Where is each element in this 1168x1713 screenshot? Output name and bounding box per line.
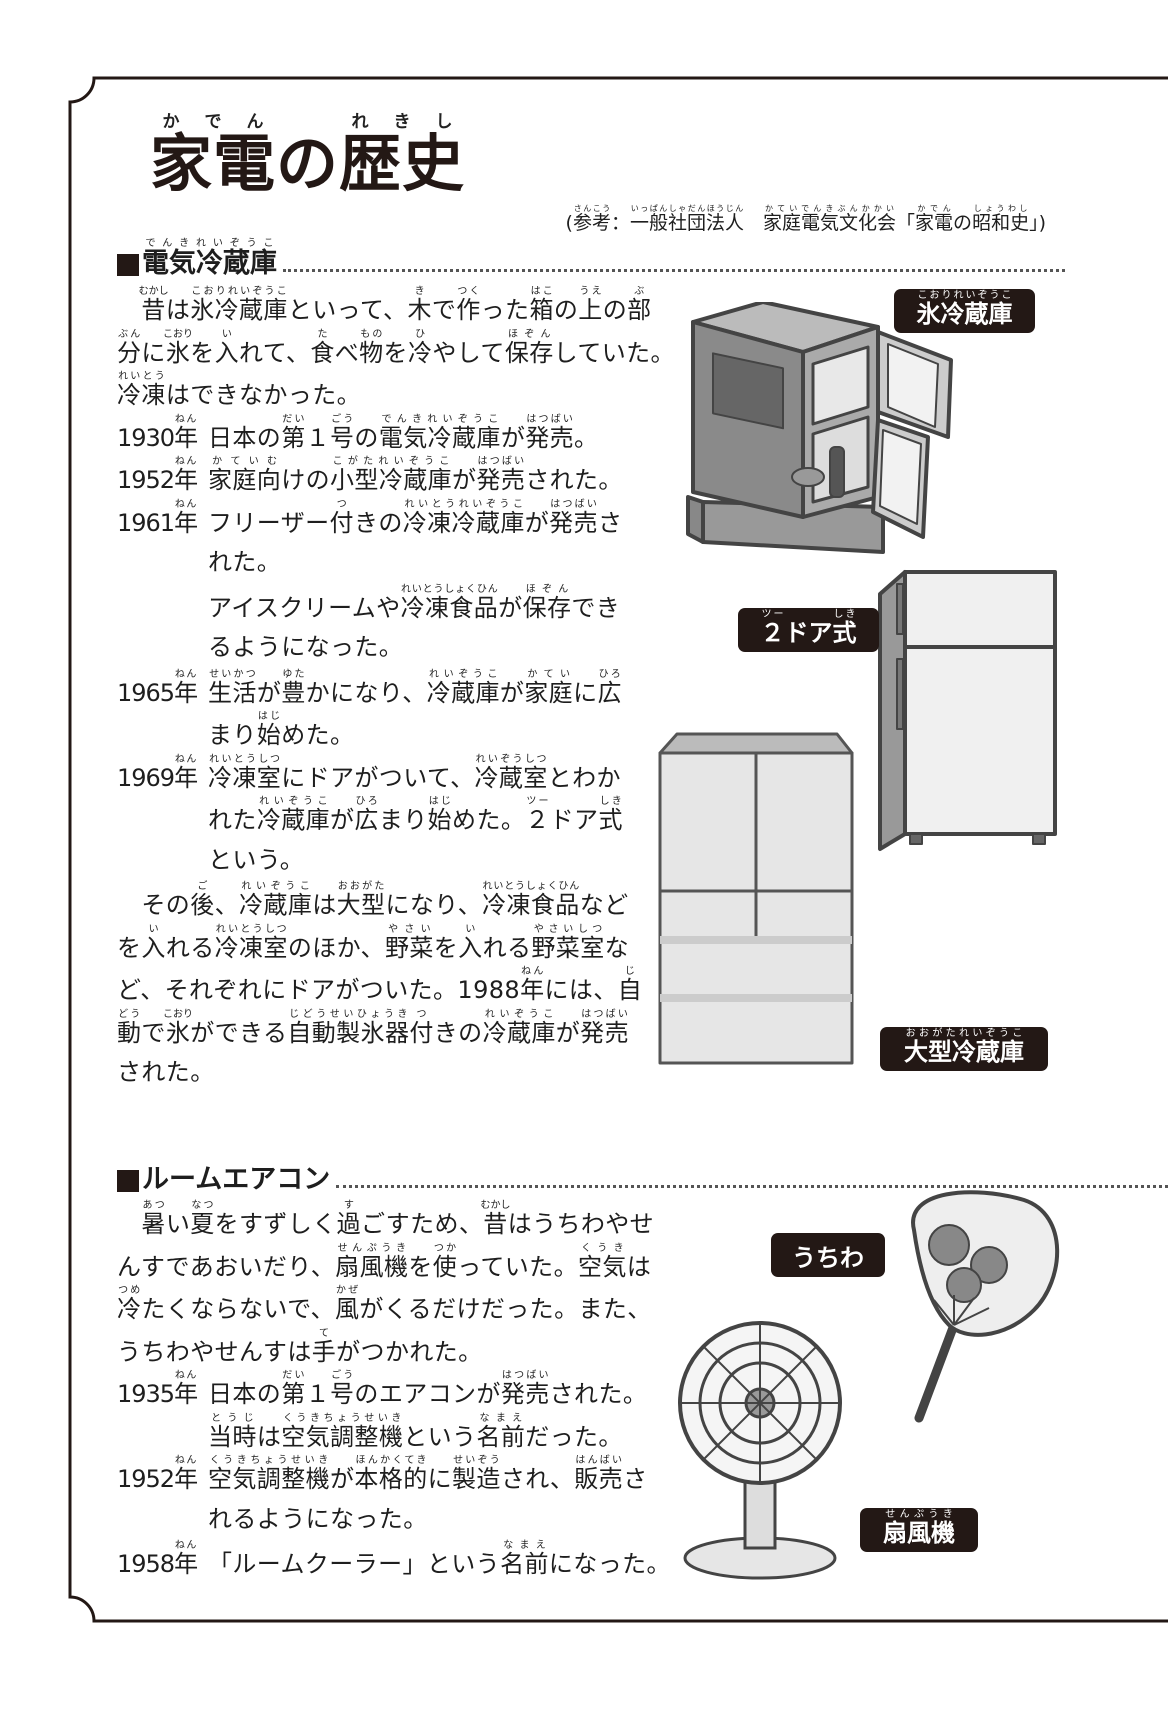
paragraph-line: 冷凍れいとうはできなかった。	[117, 371, 362, 409]
timeline-entry: 1958年ねん 「ルームクーラー」という名前なまえになった。	[117, 1540, 671, 1583]
section-heading-fridge: 電気冷蔵庫でんきれいぞうこ	[117, 238, 1065, 280]
dotted-divider	[336, 1185, 1168, 1188]
square-bullet-icon	[117, 1170, 139, 1192]
timeline-entry: 1969年ねん 冷凍室れいとうしつにドアがついて、冷蔵室れいぞうしつとわか れた…	[117, 754, 657, 882]
electric-fan-illustration	[678, 1321, 842, 1580]
uchiwa-illustration	[911, 1190, 1060, 1423]
timeline-text: 日本の第だい１号ごうの電気冷蔵庫でんきれいぞうこが発売はつばい。	[208, 413, 599, 452]
icebox-illustration	[686, 302, 953, 554]
paragraph-line: 暑あつい夏なつをすずしく過すごすため、昔むかしはうちわやせ	[141, 1200, 655, 1238]
label-uchiwa: うちわ	[771, 1233, 885, 1277]
timeline-year: 1952年ねん	[117, 456, 198, 494]
timeline-entry: 1952年ねん 家庭向かていむけの小型冷蔵庫こがたれいぞうこが発売はつばいされた…	[117, 456, 657, 499]
timeline-entry: 1965年ねん 生活せいかつが豊ゆたかになり、冷蔵庫れいぞうこが家庭かていに広ひ…	[117, 669, 657, 754]
timeline-text: フリーザー付つきの冷凍冷蔵庫れいとうれいぞうこが発売はつばいさ	[208, 498, 623, 537]
timeline-entry: 1952年ねん 空気調整機くうきちょうせいきが本格的ほんかくてきに製造せいぞうさ…	[117, 1455, 657, 1540]
paragraph-line: ど、それぞれにドアがついた。1988年ねんには、自じ	[117, 966, 643, 1004]
timeline-text: という。	[208, 845, 305, 874]
timeline-year: 1952年ねん	[117, 1455, 198, 1493]
square-bullet-icon	[117, 254, 139, 276]
timeline-text: まり始はじめた。	[208, 711, 355, 749]
paragraph-line: 昔むかしは氷冷蔵庫こおりれいぞうこといって、木きで作つくった箱はこの上うえの部ぶ	[138, 286, 652, 324]
heading-text: 電気冷蔵庫でんきれいぞうこ	[142, 238, 277, 279]
aircon-text: 暑あつい夏なつをすずしく過すごすため、昔むかしはうちわやせ んすであおいだり、扇…	[117, 1200, 671, 1583]
timeline-entry: 1961年ねん フリーザー付つきの冷凍冷蔵庫れいとうれいぞうこが発売はつばいさ …	[117, 499, 657, 669]
paragraph-line: んすであおいだり、扇風機せんぷうきを使つかっていた。空気くうきは	[117, 1242, 652, 1281]
timeline-entry: 1935年ねん 日本の第だい１号ごうのエアコンが発売はつばいされた。 当時とうじ…	[117, 1370, 657, 1455]
reference-citation: (参考さんこう：一般社団法人いっぱんしゃだんほうじん 家庭電気文化会かていでんき…	[565, 204, 1046, 234]
paragraph-line: 冷つめたくならないで、風かぜがくるだけだった。また、	[117, 1285, 652, 1323]
timeline-text: 生活せいかつが豊ゆたかになり、冷蔵庫れいぞうこが家庭かていに広ひろ	[208, 668, 622, 707]
label-two-door: ２ツードア式しき	[738, 608, 879, 652]
timeline-text: れた冷蔵庫れいぞうこが広ひろまり始はじめた。２ツードア式しき	[208, 796, 623, 834]
timeline-text: 日本の第だい１号ごうのエアコンが発売はつばいされた。	[208, 1370, 648, 1408]
timeline-text: れた。	[208, 548, 282, 576]
heading-text: ルームエアコン	[142, 1164, 331, 1195]
label-large-fridge: 大型冷蔵庫おおがたれいぞうこ	[880, 1027, 1048, 1071]
paragraph-line: うちわやせんすは手てがつかれた。	[117, 1327, 483, 1366]
timeline-text: 「ルームクーラー」という名前なまえになった。	[208, 1540, 671, 1578]
paragraph-line: された。	[117, 1058, 215, 1086]
timeline-year: 1930年ねん	[117, 413, 198, 452]
large-fridge-illustration	[658, 732, 854, 1065]
paragraph-line: 動どうで氷こおりができる自動製氷器じどうせいひょうき付つきの冷蔵庫れいぞうこが発…	[117, 1008, 629, 1047]
label-electric-fan: 扇風機せんぷうき	[860, 1508, 978, 1552]
timeline-text: 当時とうじは空気調整機くうきちょうせいきという名前なまえだった。	[208, 1412, 623, 1451]
timeline-year: 1969年ねん	[117, 753, 198, 792]
timeline-text: 冷凍室れいとうしつにドアがついて、冷蔵室れいぞうしつとわか	[208, 753, 621, 792]
timeline-year: 1958年ねん	[117, 1540, 198, 1578]
timeline-text: 家庭向かていむけの小型冷蔵庫こがたれいぞうこが発売はつばいされた。	[208, 456, 623, 494]
timeline-text: アイスクリームや冷凍食品れいとうしょくひんが保存ほぞんでき	[208, 583, 621, 622]
paragraph-line: を入いれる冷凍室れいとうしつのほか、野菜やさいを入いれる野菜室やさいしつな	[117, 923, 629, 962]
timeline-text: れるようになった。	[208, 1504, 428, 1533]
fridge-text: 昔むかしは氷冷蔵庫こおりれいぞうこといって、木きで作つくった箱はこの上うえの部ぶ…	[117, 286, 675, 1094]
two-door-fridge-illustration	[878, 570, 1057, 851]
paragraph-line: その後ご、冷蔵庫れいぞうこは大型おおがたになり、冷凍食品れいとうしょくひんなど	[117, 881, 629, 919]
timeline-text: 空気調整機くうきちょうせいきが本格的ほんかくてきに製造せいぞうされ、販売はんばい…	[208, 1455, 648, 1493]
timeline-year: 1961年ねん	[117, 498, 198, 537]
page-title: 家電かでんの歴史れきし	[150, 112, 466, 200]
timeline-year: 1935年ねん	[117, 1370, 198, 1408]
timeline-entry: 1930年ねん 日本の第だい１号ごうの電気冷蔵庫でんきれいぞうこが発売はつばい。	[117, 414, 657, 457]
timeline-text: るようになった。	[208, 633, 404, 661]
label-icebox: 氷冷蔵庫こおりれいぞうこ	[894, 289, 1035, 333]
section-heading-aircon: ルームエアコン	[117, 1160, 1168, 1196]
dotted-divider	[283, 269, 1065, 272]
paragraph-line: 分ぶんに氷こおりを入いれて、食たべ物ものを冷ひやして保存ほぞんしていた。	[117, 328, 675, 367]
timeline-year: 1965年ねん	[117, 668, 198, 707]
